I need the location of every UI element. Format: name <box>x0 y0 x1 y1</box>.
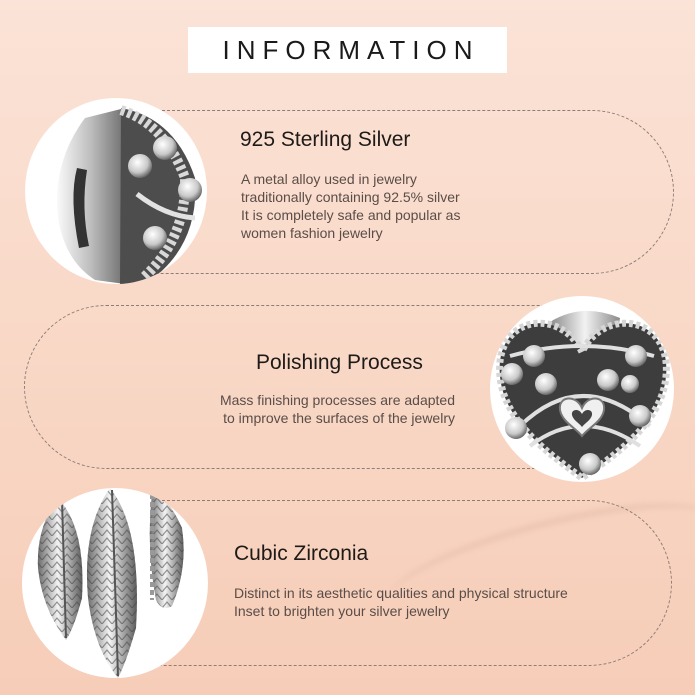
section-description-sterling-silver: A metal alloy used in jewelry traditiona… <box>241 170 460 242</box>
silver-heart-filigree-charm-image <box>490 296 674 482</box>
description-line: Mass finishing processes are adapted <box>219 392 455 408</box>
description-line: to improve the surfaces of the jewelry <box>223 410 455 426</box>
section-description-polishing-process: Mass finishing processes are adapted to … <box>187 391 455 427</box>
section-frame-polishing-process <box>24 305 584 469</box>
feather-charms-icon <box>37 488 184 678</box>
charm-side-icon <box>56 105 202 284</box>
description-line: Inset to brighten your silver jewelry <box>234 603 450 619</box>
description-line: Distinct in its aesthetic qualities and … <box>234 585 568 601</box>
heart-charm-icon <box>496 310 670 482</box>
description-line: A metal alloy used in jewelry <box>241 171 417 187</box>
section-heading-sterling-silver: 925 Sterling Silver <box>240 128 411 151</box>
section-frame-cubic-zirconia <box>112 500 672 666</box>
page-title: INFORMATION <box>222 34 480 65</box>
silver-feather-charms-image <box>22 488 208 678</box>
description-line: women fashion jewelry <box>241 225 383 241</box>
section-heading-polishing-process: Polishing Process <box>256 351 423 374</box>
description-line: traditionally containing 92.5% silver <box>241 189 460 205</box>
section-description-cubic-zirconia: Distinct in its aesthetic qualities and … <box>234 584 568 620</box>
section-heading-cubic-zirconia: Cubic Zirconia <box>234 542 369 565</box>
silver-heart-charm-side-image <box>25 98 207 284</box>
title-banner: INFORMATION <box>188 27 507 73</box>
section-frame-sterling-silver <box>112 110 674 274</box>
description-line: It is completely safe and popular as <box>241 207 461 223</box>
